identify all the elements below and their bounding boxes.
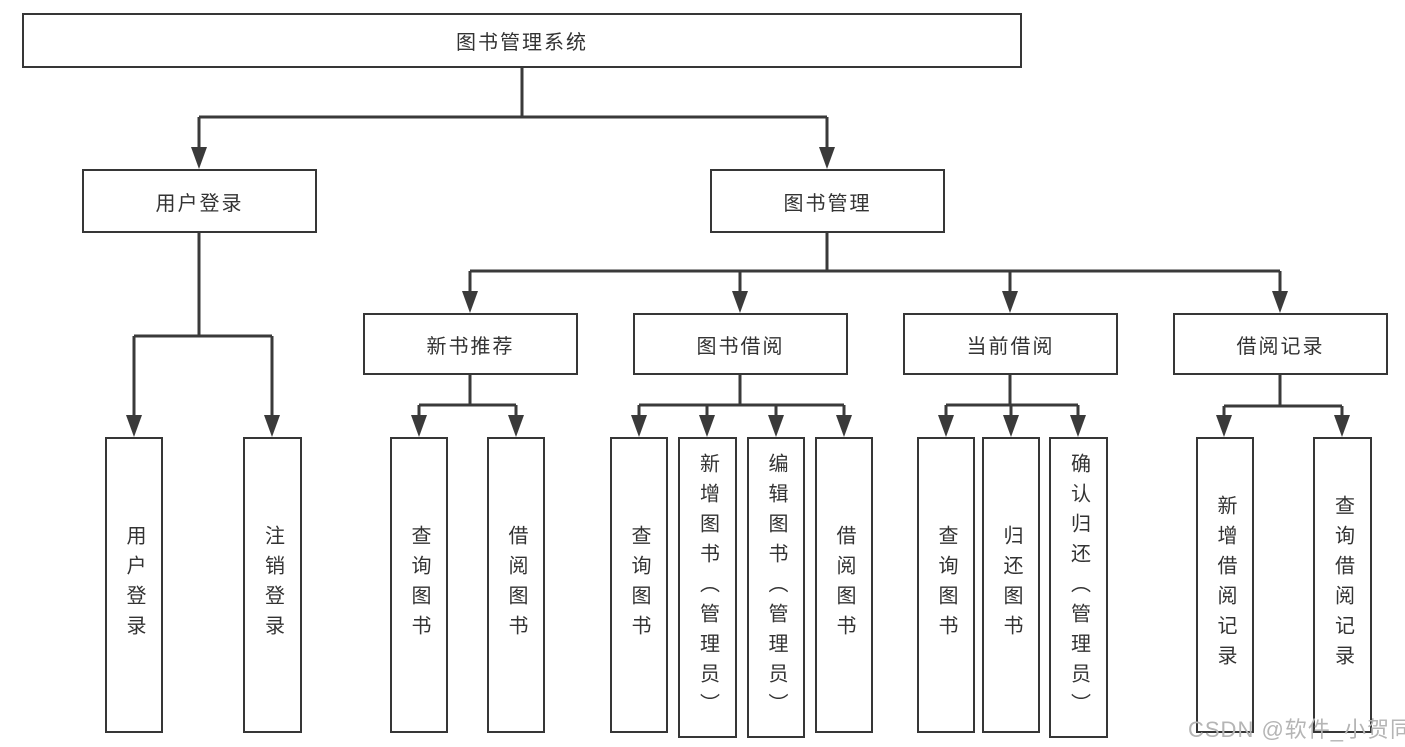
node-current-borrow: 当前借阅 [903, 313, 1118, 375]
leaf-query-books-borrow-label: 查询图书 [628, 525, 650, 645]
leaf-add-borrow-record: 新增借阅记录 [1196, 437, 1254, 733]
node-book-borrow: 图书借阅 [633, 313, 848, 375]
leaf-add-books-admin: 新增图书（管理员） [678, 437, 737, 738]
leaf-user-login: 用户登录 [105, 437, 163, 733]
leaf-query-books-current: 查询图书 [917, 437, 975, 733]
leaf-return-books-label: 归还图书 [1000, 525, 1022, 645]
leaf-borrow-books-label: 借阅图书 [833, 525, 855, 645]
node-user-login: 用户登录 [82, 169, 317, 233]
connector-path [132, 68, 1344, 418]
node-borrow-records-label: 借阅记录 [1236, 335, 1325, 358]
leaf-edit-books-admin: 编辑图书（管理员） [747, 437, 805, 738]
leaf-query-borrow-record-label: 查询借阅记录 [1331, 495, 1354, 675]
leaf-borrow-books: 借阅图书 [815, 437, 873, 733]
node-new-book-recommend-label: 新书推荐 [426, 335, 515, 358]
node-current-borrow-label: 当前借阅 [966, 335, 1055, 358]
leaf-logout-label: 注销登录 [261, 525, 284, 645]
node-borrow-records: 借阅记录 [1173, 313, 1388, 375]
leaf-add-books-admin-label: 新增图书（管理员） [696, 452, 719, 723]
leaf-borrow-books-recommend-label: 借阅图书 [505, 525, 527, 645]
node-user-login-label: 用户登录 [155, 192, 244, 215]
arrow-down-icons [126, 147, 1350, 437]
leaf-logout: 注销登录 [243, 437, 302, 733]
node-root: 图书管理系统 [22, 13, 1022, 68]
node-book-management: 图书管理 [710, 169, 945, 233]
leaf-confirm-return-admin-label: 确认归还（管理员） [1067, 452, 1090, 723]
leaf-query-books-borrow: 查询图书 [610, 437, 668, 733]
csdn-watermark: CSDN @软件_小贺同学 [1188, 717, 1405, 742]
node-book-management-label: 图书管理 [783, 192, 872, 215]
leaf-query-borrow-record: 查询借阅记录 [1313, 437, 1372, 733]
leaf-user-login-label: 用户登录 [123, 525, 145, 645]
leaf-confirm-return-admin: 确认归还（管理员） [1049, 437, 1108, 738]
leaf-add-borrow-record-label: 新增借阅记录 [1214, 495, 1236, 675]
leaf-query-books-recommend: 查询图书 [390, 437, 448, 733]
node-new-book-recommend: 新书推荐 [363, 313, 578, 375]
leaf-query-books-recommend-label: 查询图书 [408, 525, 430, 645]
node-root-label: 图书管理系统 [456, 32, 588, 54]
leaf-edit-books-admin-label: 编辑图书（管理员） [765, 452, 787, 723]
node-book-borrow-label: 图书借阅 [696, 335, 785, 358]
leaf-borrow-books-recommend: 借阅图书 [487, 437, 545, 733]
leaf-query-books-current-label: 查询图书 [935, 525, 957, 645]
leaf-return-books: 归还图书 [982, 437, 1040, 733]
